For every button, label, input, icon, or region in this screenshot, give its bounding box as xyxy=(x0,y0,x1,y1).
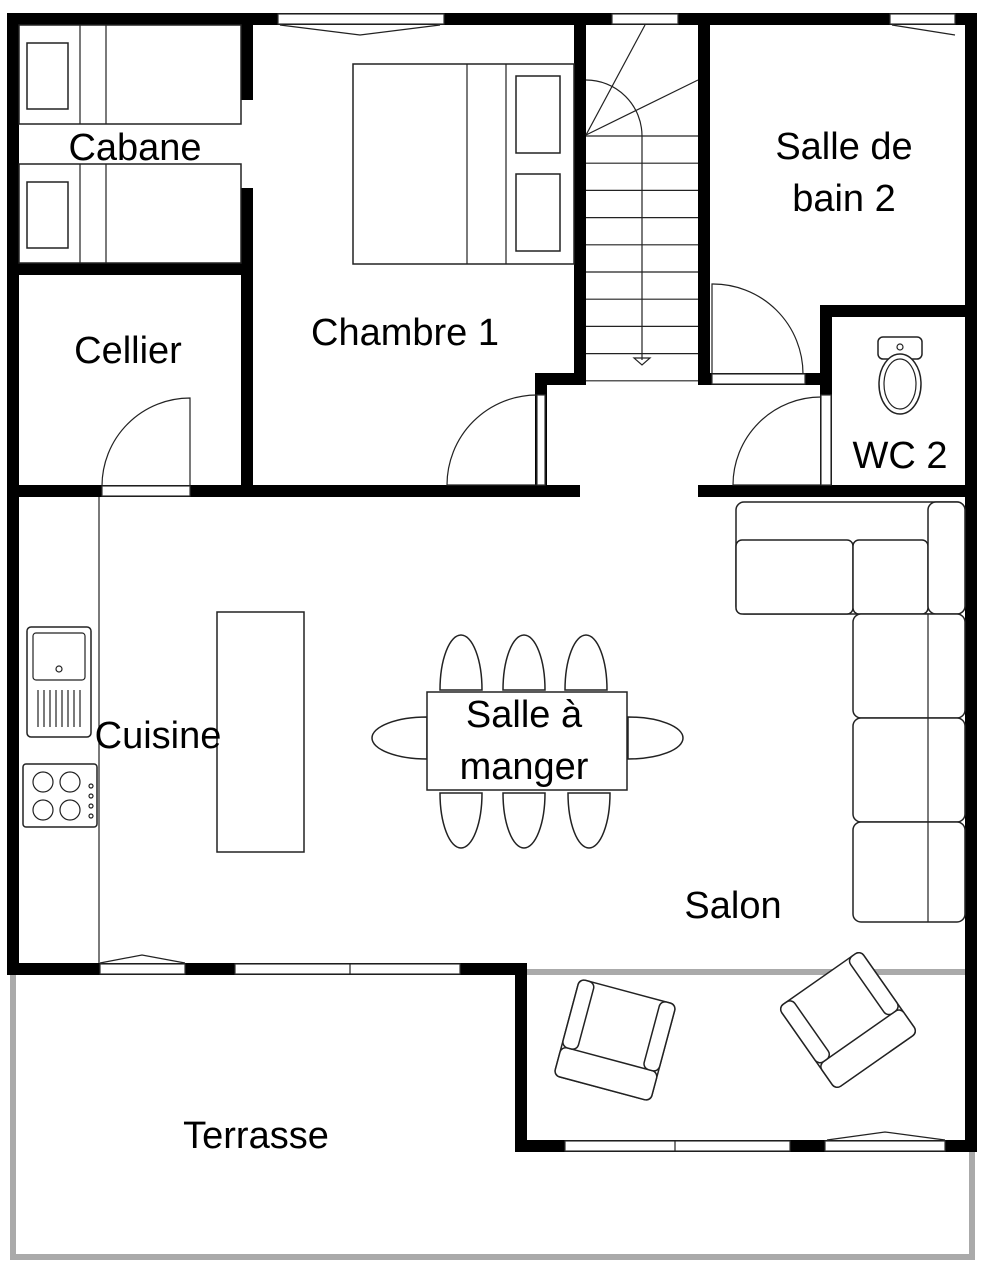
label-cellier: Cellier xyxy=(74,330,182,372)
label-salle-a-manger-line1: Salle à xyxy=(466,694,583,736)
label-wc-2: WC 2 xyxy=(853,435,948,477)
kitchen xyxy=(22,497,305,963)
label-salle-de-bain-2-line1: Salle de xyxy=(775,126,912,168)
cooktop-icon xyxy=(22,763,98,828)
label-salle-de-bain-2-line2: bain 2 xyxy=(792,178,896,220)
toilet-icon xyxy=(877,336,923,415)
stairs xyxy=(585,24,699,382)
sofa xyxy=(735,501,966,923)
sink-icon xyxy=(26,626,92,738)
windows-and-doors xyxy=(99,13,956,1152)
label-cuisine: Cuisine xyxy=(95,715,222,757)
double-bed xyxy=(352,63,575,265)
room-labels: Cabane Chambre 1 Cellier Salle de bain 2… xyxy=(68,126,947,1157)
bunk-beds xyxy=(18,24,242,264)
armchair-left xyxy=(554,979,676,1101)
label-salle-a-manger-line2: manger xyxy=(460,746,589,788)
dining-table xyxy=(371,634,684,849)
kitchen-island xyxy=(216,611,305,853)
label-chambre-1: Chambre 1 xyxy=(311,312,499,354)
label-cabane: Cabane xyxy=(68,127,201,169)
label-terrasse: Terrasse xyxy=(183,1115,329,1157)
armchair-right xyxy=(779,951,917,1089)
label-salon: Salon xyxy=(684,885,781,927)
